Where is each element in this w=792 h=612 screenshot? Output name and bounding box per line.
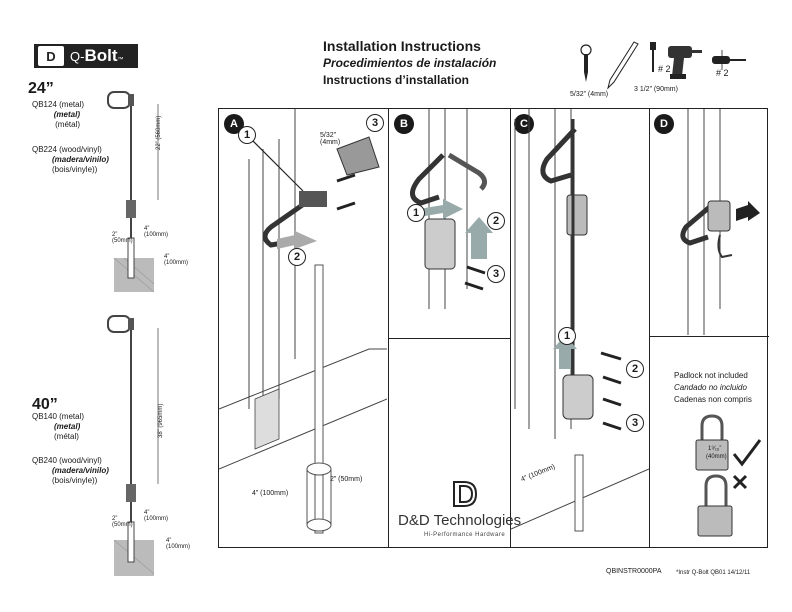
model-24-metal: QB124 (metal) (metal) (métal) (32, 100, 85, 130)
screwdriver-label: # 2 (716, 68, 729, 78)
panel-a-drill-size: 5/32”(4mm) (320, 132, 341, 146)
panel-b-step-2: 2 (487, 212, 505, 230)
checkmark-icon (732, 439, 762, 467)
model-24-length: 22” (560mm) (156, 115, 162, 150)
logo-tm: ™ (117, 57, 124, 63)
model-40-dim-c: 4”(100mm) (166, 538, 191, 550)
driver-bit-icon (650, 42, 656, 72)
model-40-metal-fr: (métal) (54, 432, 79, 441)
title-en: Installation Instructions (323, 38, 481, 54)
driver-bit-label: # 2 (658, 64, 671, 74)
panel-d-illustration (680, 109, 760, 335)
panel-a-offset: 2” (50mm) (330, 476, 363, 483)
drill-bit-size: 5/32” (4mm) (570, 91, 609, 98)
panel-b-badge: B (394, 114, 414, 134)
padlock-en: Padlock not included (674, 371, 748, 380)
model-24-heading: 24” (28, 80, 54, 97)
cordless-drill-icon (668, 46, 702, 79)
drill-size: 3 1/2” (90mm) (634, 86, 678, 93)
drill-bit-icon (580, 44, 592, 82)
panel-c-step-2: 2 (626, 360, 644, 378)
model-24-metal-fr: (métal) (55, 120, 80, 129)
panel-a-step-3: 3 (366, 114, 384, 132)
doc-code: QBINSTR0000PA (606, 568, 662, 575)
panel-c-illustration (511, 109, 649, 532)
model-24-vinyl-fr: (bois/vinyle)) (52, 165, 98, 174)
panel-a-step-2: 2 (288, 248, 306, 266)
panel-a-step-1: 1 (238, 126, 256, 144)
title-es: Procedimientos de instalación (323, 56, 497, 70)
divider-v2 (510, 108, 511, 548)
dd-logo-mark: D (38, 46, 64, 66)
company-name: D&D Technologies (398, 512, 522, 529)
model-40-vinyl-code: QB240 (wood/vinyl) (32, 456, 102, 465)
panel-c-step-1: 1 (558, 327, 576, 345)
panel-d-badge: D (654, 114, 674, 134)
divider-v1 (388, 108, 389, 548)
instruction-ref: *Instr Q-Bolt QB01 14/12/11 (676, 570, 751, 576)
tools-illustration (580, 41, 746, 90)
divider-h2 (649, 336, 769, 337)
divider-v3 (649, 108, 650, 548)
model-40-vinyl: QB240 (wood/vinyl) (madera/vinilo) (bois… (32, 456, 112, 486)
instructions-frame (218, 108, 768, 548)
padlock-fr: Cadenas non compris (674, 395, 752, 404)
padlock-es: Candado no incluido (674, 383, 747, 392)
panel-b-step-3: 3 (487, 265, 505, 283)
qbolt-logo: D Q-Bolt™ (34, 44, 138, 68)
screwdriver-icon (712, 50, 746, 70)
cross-icon (732, 474, 748, 490)
model-24-vinyl-es: (madera/vinilo) (52, 155, 109, 164)
model-40-heading: 40” (32, 396, 58, 413)
padlock-shackle-mm: (40mm) (706, 454, 727, 460)
model-40-diagram (107, 315, 159, 576)
model-24-dim-b: 2”(50mm) (112, 232, 133, 244)
model-24-vinyl-code: QB224 (wood/vinyl) (32, 145, 102, 154)
panel-a-illustration (219, 109, 387, 534)
logo-prefix: Q- (70, 49, 85, 64)
model-40-metal-es: (metal) (54, 422, 81, 431)
model-40-vinyl-fr: (bois/vinyle)) (52, 476, 98, 485)
model-40-dim-a: 4”(100mm) (144, 510, 169, 522)
panel-a-depth: 4” (100mm) (252, 490, 289, 497)
model-24-diagram (107, 91, 159, 293)
model-24-dim-a: 4”(100mm) (144, 226, 169, 238)
model-24-metal-es: (metal) (53, 110, 80, 119)
title-fr: Instructions d’installation (323, 73, 470, 87)
panel-b-illustration (410, 109, 493, 309)
panel-b-step-1: 1 (407, 204, 425, 222)
model-40-metal-code: QB140 (metal) (32, 412, 85, 421)
logo-product: Bolt (84, 46, 118, 65)
padlock-shackle-size: 1⁹⁄₁₆” (708, 446, 722, 452)
model-40-metal: QB140 (metal) (metal) (métal) (32, 412, 112, 442)
company-tagline: Hi-Performance Hardware (424, 532, 506, 538)
model-24-vinyl: QB224 (wood/vinyl) (madera/vinilo) (bois… (32, 145, 112, 175)
padlock-illustrations (695, 414, 762, 537)
model-40-length: 38” (965mm) (158, 403, 164, 438)
divider-h1 (388, 338, 511, 339)
model-40-dim-b: 2”(50mm) (112, 516, 133, 528)
model-24-metal-code: QB124 (metal) (32, 100, 85, 109)
pencil-icon (607, 41, 639, 90)
model-24-dim-c: 4”(100mm) (164, 254, 189, 266)
model-40-vinyl-es: (madera/vinilo) (52, 466, 109, 475)
panel-c-step-3: 3 (626, 414, 644, 432)
company-logo-icon (453, 481, 478, 507)
